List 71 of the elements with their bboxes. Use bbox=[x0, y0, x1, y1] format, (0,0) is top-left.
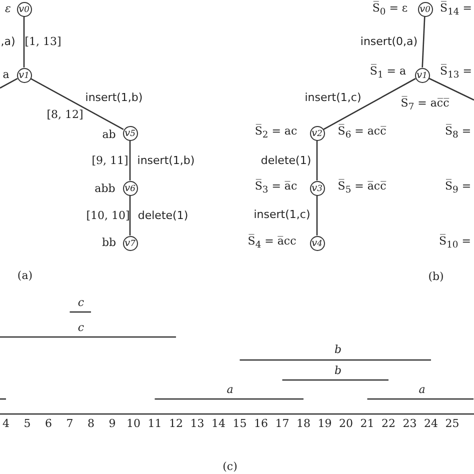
tick-label: 4 bbox=[2, 418, 10, 430]
tick-label: 18 bbox=[296, 418, 310, 430]
tick-label: 14 bbox=[212, 418, 226, 430]
state-label: S̅$_{2}$ = ac bbox=[254, 125, 298, 141]
tree-edge bbox=[316, 140, 318, 180]
symbol-label: b bbox=[334, 364, 342, 378]
state-label: S̅$_{5}$ = a̅cc̅ bbox=[338, 180, 386, 196]
state-label: S̅$_{4}$ = a̅cc bbox=[248, 235, 296, 251]
tree-edge bbox=[129, 140, 131, 180]
state-label: ab bbox=[102, 128, 116, 142]
symbol-label: c bbox=[78, 296, 84, 310]
tree-edge bbox=[0, 78, 18, 89]
edge-label: delete(1) bbox=[260, 154, 312, 168]
symbol-label: a bbox=[226, 384, 234, 396]
tick-label: 9 bbox=[108, 418, 116, 430]
state-label: S̅$_{10}$ = bbox=[439, 235, 471, 251]
state-label: ε bbox=[5, 2, 11, 16]
edge-label: delete(1) bbox=[136, 210, 190, 222]
state-label: S̅$_{9}$ = bbox=[444, 180, 472, 196]
state-label: S̅$_{14}$ = bbox=[440, 2, 472, 18]
state-label: S̅$_{13}$ = bbox=[440, 65, 472, 81]
symbol-label: c bbox=[78, 322, 84, 334]
tick-label: 20 bbox=[339, 418, 353, 430]
interval-label: [9, 11] bbox=[92, 154, 128, 168]
edge-label: insert(1,b) bbox=[136, 154, 196, 168]
tick-label: 16 bbox=[254, 418, 268, 430]
tick-label: 13 bbox=[190, 418, 204, 430]
interval-label: [1, 13] bbox=[24, 36, 62, 48]
tree-edge bbox=[23, 16, 25, 68]
interval-label: [10, 10] bbox=[86, 210, 130, 222]
state-label: bb bbox=[102, 236, 116, 250]
edge-label: insert(1,c) bbox=[304, 92, 362, 104]
tree-edge bbox=[428, 78, 474, 101]
state-label: S̅$_{8}$ = bbox=[444, 125, 472, 141]
tick-label: 15 bbox=[232, 418, 247, 430]
panel-caption: (b) bbox=[428, 270, 444, 284]
tick-label: 8 bbox=[88, 418, 94, 430]
state-label: abb bbox=[94, 182, 116, 196]
symbol-label: a bbox=[418, 384, 426, 396]
state-label: a bbox=[2, 68, 10, 82]
tree-edge bbox=[129, 196, 131, 236]
tick-label: 6 bbox=[45, 418, 52, 430]
edge-label: insert(1,c) bbox=[252, 208, 312, 222]
tick-label: 10 bbox=[126, 418, 140, 430]
tree-edge bbox=[422, 16, 426, 68]
state-label: S̅$_{7}$ = ac̅c̅ bbox=[400, 97, 450, 113]
edge-label: insert(0,a) bbox=[359, 36, 419, 48]
tick-label: 22 bbox=[382, 418, 396, 430]
tick-label: 12 bbox=[169, 418, 183, 430]
tick-label: 7 bbox=[66, 418, 74, 430]
tick-label: 19 bbox=[318, 418, 332, 430]
tick-label: 5 bbox=[24, 418, 31, 430]
symbol-label: b bbox=[334, 344, 342, 356]
tick-label: 24 bbox=[424, 418, 438, 430]
tick-label: 11 bbox=[148, 418, 162, 430]
tick-label: 21 bbox=[360, 418, 374, 430]
tree-edge bbox=[316, 196, 318, 236]
tick-label: 25 bbox=[445, 418, 460, 430]
state-label: S̅$_{6}$ = acc̅ bbox=[338, 125, 386, 141]
state-label: S̅$_{0}$ = ε bbox=[372, 2, 408, 18]
state-label: S̅$_{3}$ = a̅c bbox=[254, 180, 298, 196]
panel-caption: (c) bbox=[222, 460, 238, 474]
tick-label: 23 bbox=[402, 418, 417, 430]
tree-edge bbox=[30, 78, 124, 130]
state-label: S̅$_{1}$ = a bbox=[370, 65, 406, 81]
interval-label: [8, 12] bbox=[46, 108, 84, 122]
tick-label: 17 bbox=[275, 418, 290, 430]
panel-caption: (a) bbox=[17, 270, 33, 282]
edge-label: insert(1,b) bbox=[84, 92, 144, 104]
tree-edge bbox=[323, 78, 416, 130]
operation-label: ,a) bbox=[0, 36, 16, 48]
